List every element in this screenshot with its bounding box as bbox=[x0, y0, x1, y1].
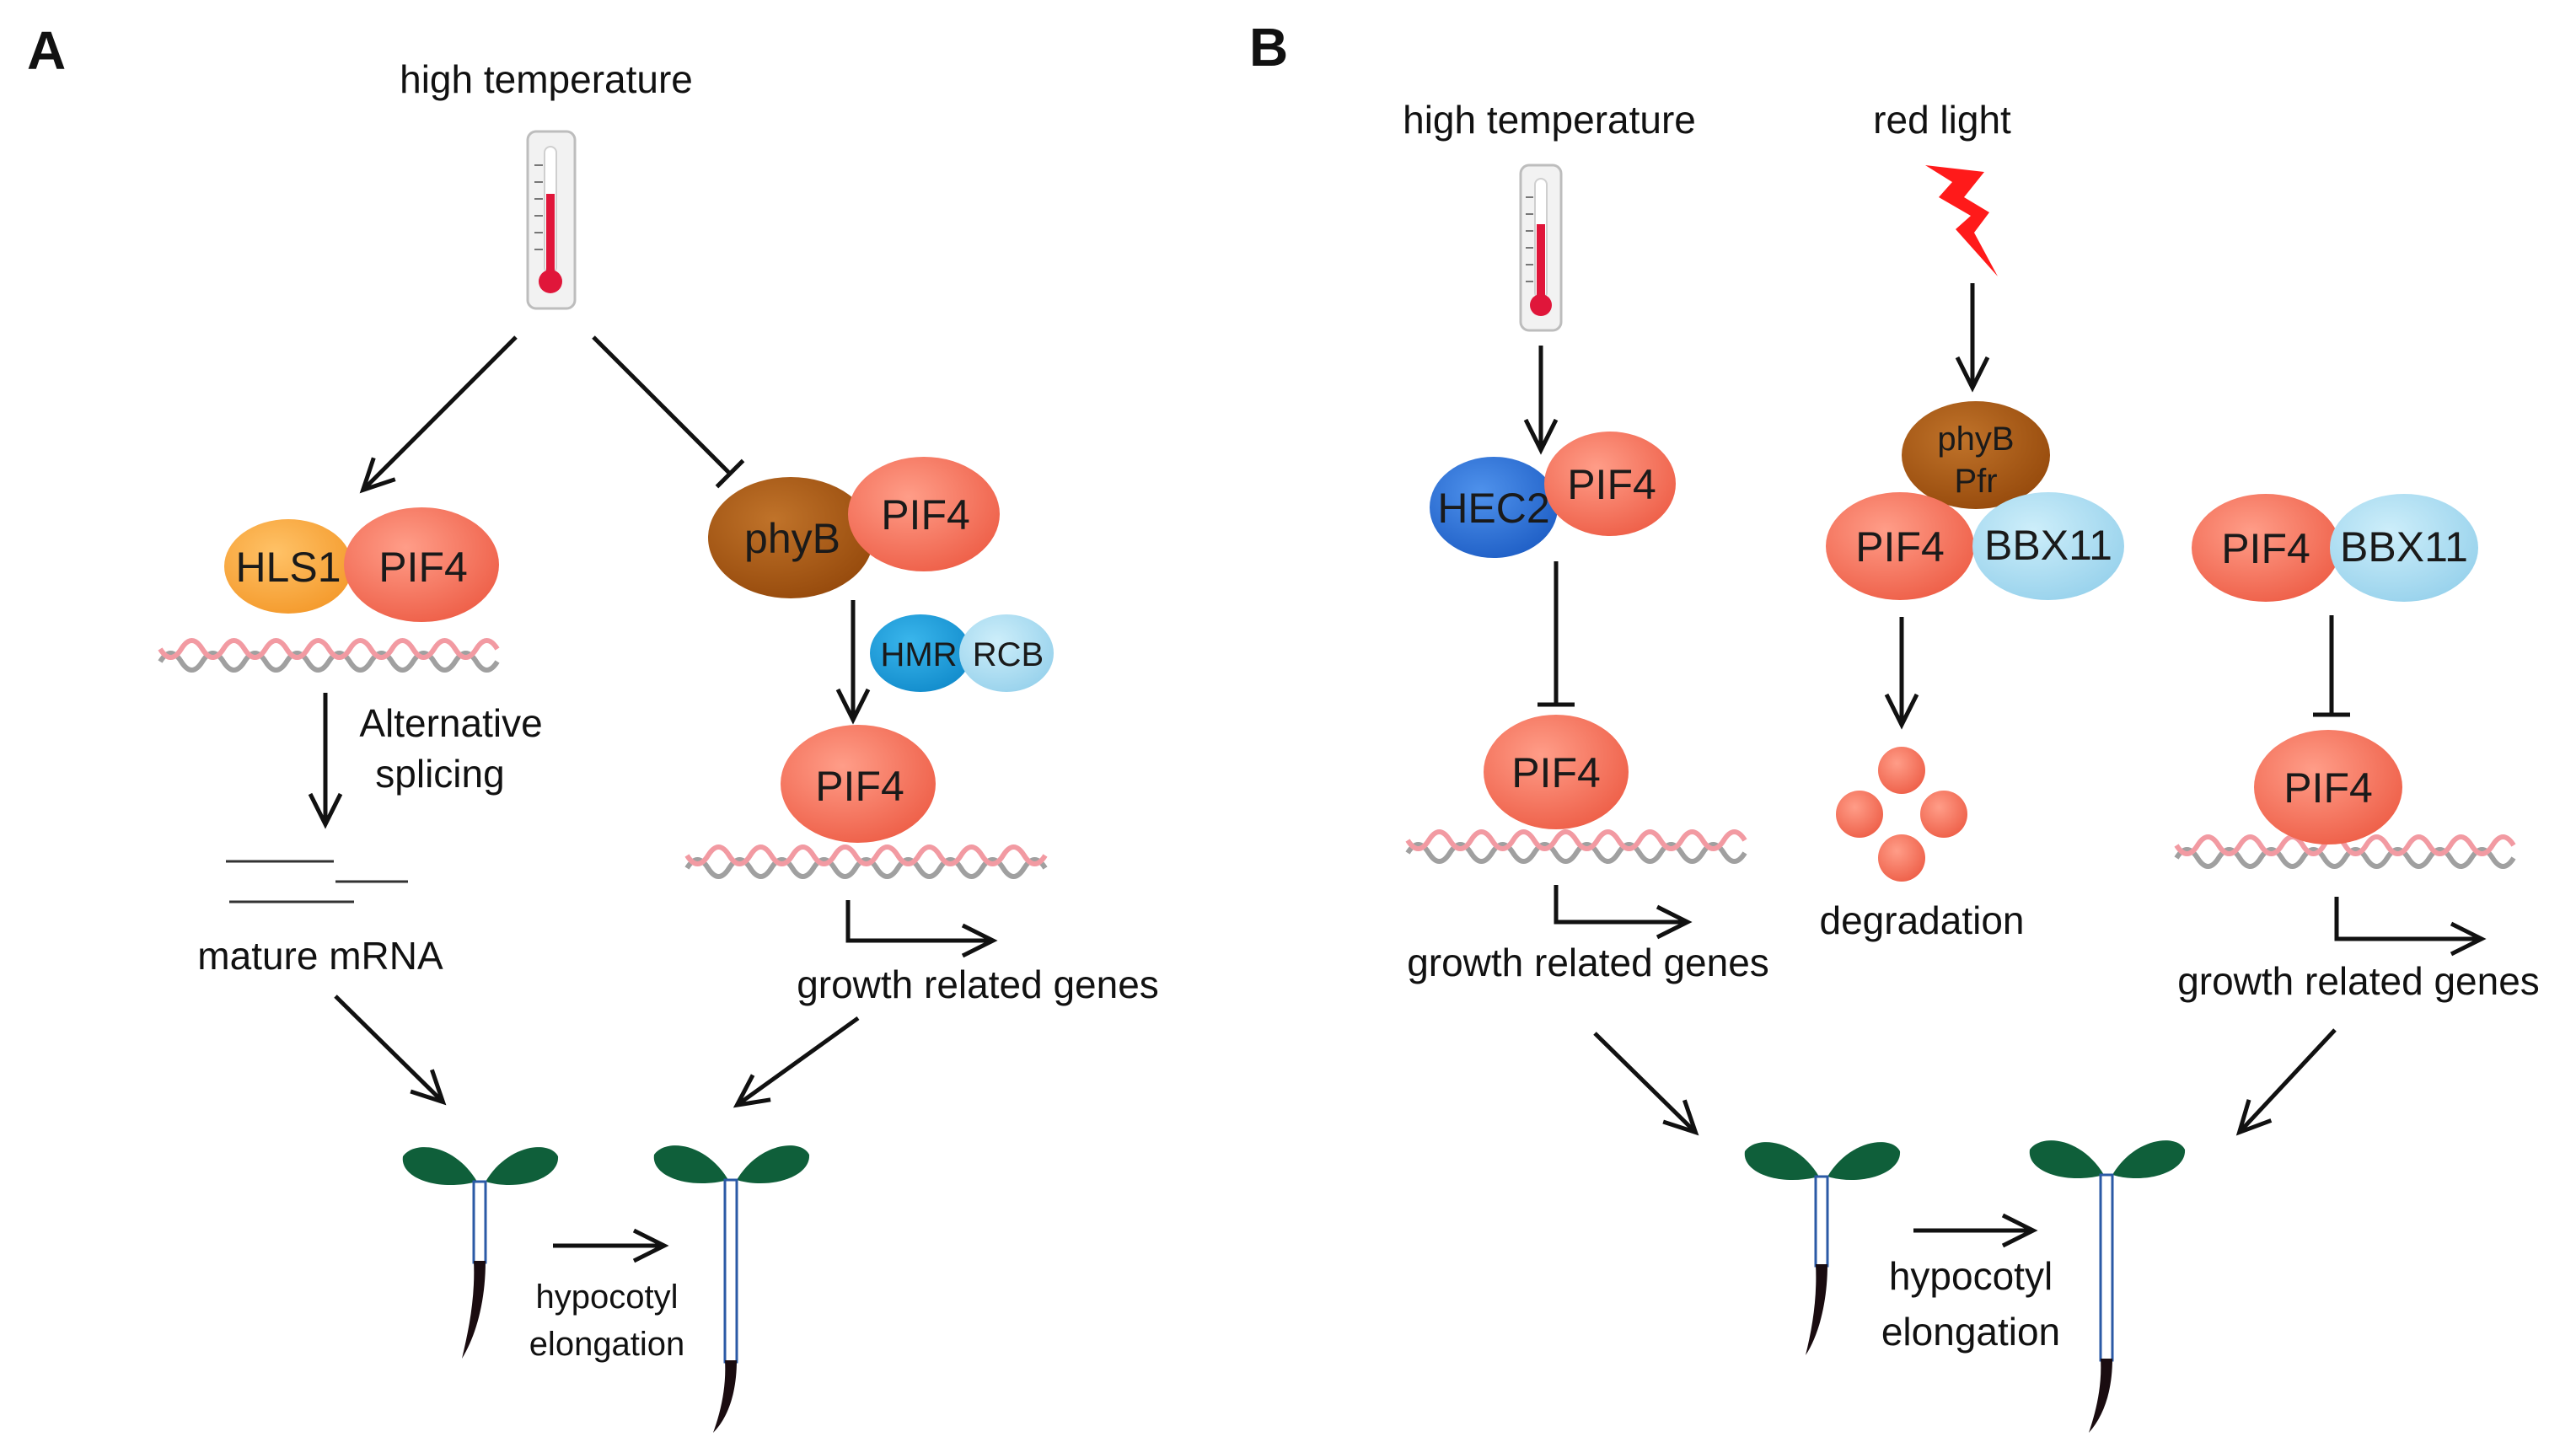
growth-genes-label-a: growth related genes bbox=[797, 962, 1159, 1006]
arrow-genes-to-seedling bbox=[733, 1016, 860, 1108]
dna-strand bbox=[1405, 829, 1747, 864]
bbx11-right-label: BBX11 bbox=[2340, 523, 2468, 571]
alt-splicing-label-2: splicing bbox=[375, 752, 504, 796]
hec2-label: HEC2 bbox=[1437, 485, 1549, 532]
alt-splicing-label-1: Alternative bbox=[359, 701, 542, 745]
arrow-mrna-to-seedling bbox=[334, 995, 447, 1106]
seedling-icon bbox=[402, 1147, 559, 1359]
thermometer-icon bbox=[1519, 164, 1563, 332]
pif4-protein-hec bbox=[1544, 432, 1676, 536]
pif4-right-label: PIF4 bbox=[881, 491, 970, 539]
panel-a-stimulus-label: high temperature bbox=[400, 57, 693, 101]
phyb-pfr-label-1: phyB bbox=[1937, 421, 2014, 458]
elongation-label-a: elongation bbox=[529, 1326, 685, 1363]
hls1-protein bbox=[224, 519, 352, 614]
pif4-bottom-right-label: PIF4 bbox=[2284, 764, 2373, 812]
seedling-icon bbox=[653, 1145, 810, 1433]
pif4-right-b-label: PIF4 bbox=[2221, 525, 2310, 572]
dna-strand bbox=[2174, 834, 2516, 869]
pif4-hec-label: PIF4 bbox=[1567, 461, 1656, 508]
phyb-protein bbox=[708, 477, 873, 598]
degradation-particles bbox=[1836, 747, 1967, 882]
phyb-pfr-protein bbox=[1902, 401, 2050, 509]
pif4-protein-left bbox=[344, 507, 499, 622]
seedling-icon bbox=[1744, 1142, 1901, 1355]
rcb-protein bbox=[959, 614, 1054, 692]
transcription-arrow-b-right bbox=[2334, 897, 2487, 957]
pif4-bottom-left-label: PIF4 bbox=[1511, 749, 1601, 796]
pif4-protein-bottom-right bbox=[2254, 730, 2402, 844]
degradation-label: degradation bbox=[1820, 898, 2025, 942]
red-light-lightning-icon bbox=[1925, 165, 1998, 276]
hypocotyl-label-a: hypocotyl bbox=[536, 1279, 679, 1316]
panel-a-letter: A bbox=[27, 20, 66, 81]
transcription-arrow-a bbox=[845, 900, 998, 958]
bbx11-protein-mid bbox=[1972, 492, 2124, 600]
elongation-label-b: elongation bbox=[1881, 1310, 2060, 1354]
growth-genes-label-b-right: growth related genes bbox=[2177, 959, 2540, 1003]
hec2-protein bbox=[1430, 457, 1558, 558]
panel-b-stimulus-temp-label: high temperature bbox=[1403, 98, 1696, 142]
dna-strand bbox=[158, 638, 500, 673]
phyb-pfr-label-2: Pfr bbox=[1954, 463, 1997, 500]
hmr-label: HMR bbox=[880, 636, 957, 673]
pif4-protein-bottom bbox=[781, 725, 936, 843]
pif4-bottom-label: PIF4 bbox=[815, 763, 904, 810]
pif4-left-label: PIF4 bbox=[378, 544, 468, 591]
pif4-mid-label: PIF4 bbox=[1855, 523, 1945, 571]
bbx11-mid-label: BBX11 bbox=[1984, 522, 2112, 569]
hls1-label: HLS1 bbox=[235, 544, 341, 591]
hmr-protein bbox=[870, 614, 971, 692]
pif4-protein-bottom-left bbox=[1484, 715, 1629, 829]
bbx11-protein-right bbox=[2330, 494, 2478, 602]
seedling-icon bbox=[2029, 1140, 2186, 1433]
dna-strand bbox=[684, 844, 1048, 879]
thermometer-icon bbox=[526, 130, 577, 310]
pif4-protein-right-b bbox=[2192, 494, 2340, 602]
hypocotyl-label-b: hypocotyl bbox=[1889, 1254, 2053, 1298]
pif4-protein-mid bbox=[1826, 492, 1974, 600]
rcb-label: RCB bbox=[973, 636, 1044, 673]
transcription-arrow-b-left bbox=[1554, 885, 1693, 940]
arrow-temp-to-hls1 bbox=[359, 335, 518, 494]
phyb-label: phyB bbox=[744, 515, 840, 562]
inhibit-temp-to-phyb bbox=[592, 335, 745, 489]
pif4-protein-right bbox=[848, 457, 1000, 571]
growth-genes-label-b-left: growth related genes bbox=[1407, 941, 1769, 984]
arrow-right-genes-to-seedling bbox=[2235, 1028, 2337, 1136]
arrow-left-genes-to-seedling bbox=[1593, 1032, 1699, 1136]
panel-b-stimulus-light-label: red light bbox=[1873, 98, 2011, 142]
mrna-lines bbox=[226, 860, 408, 903]
mature-mrna-label: mature mRNA bbox=[197, 934, 443, 978]
panel-b-letter: B bbox=[1249, 17, 1288, 78]
